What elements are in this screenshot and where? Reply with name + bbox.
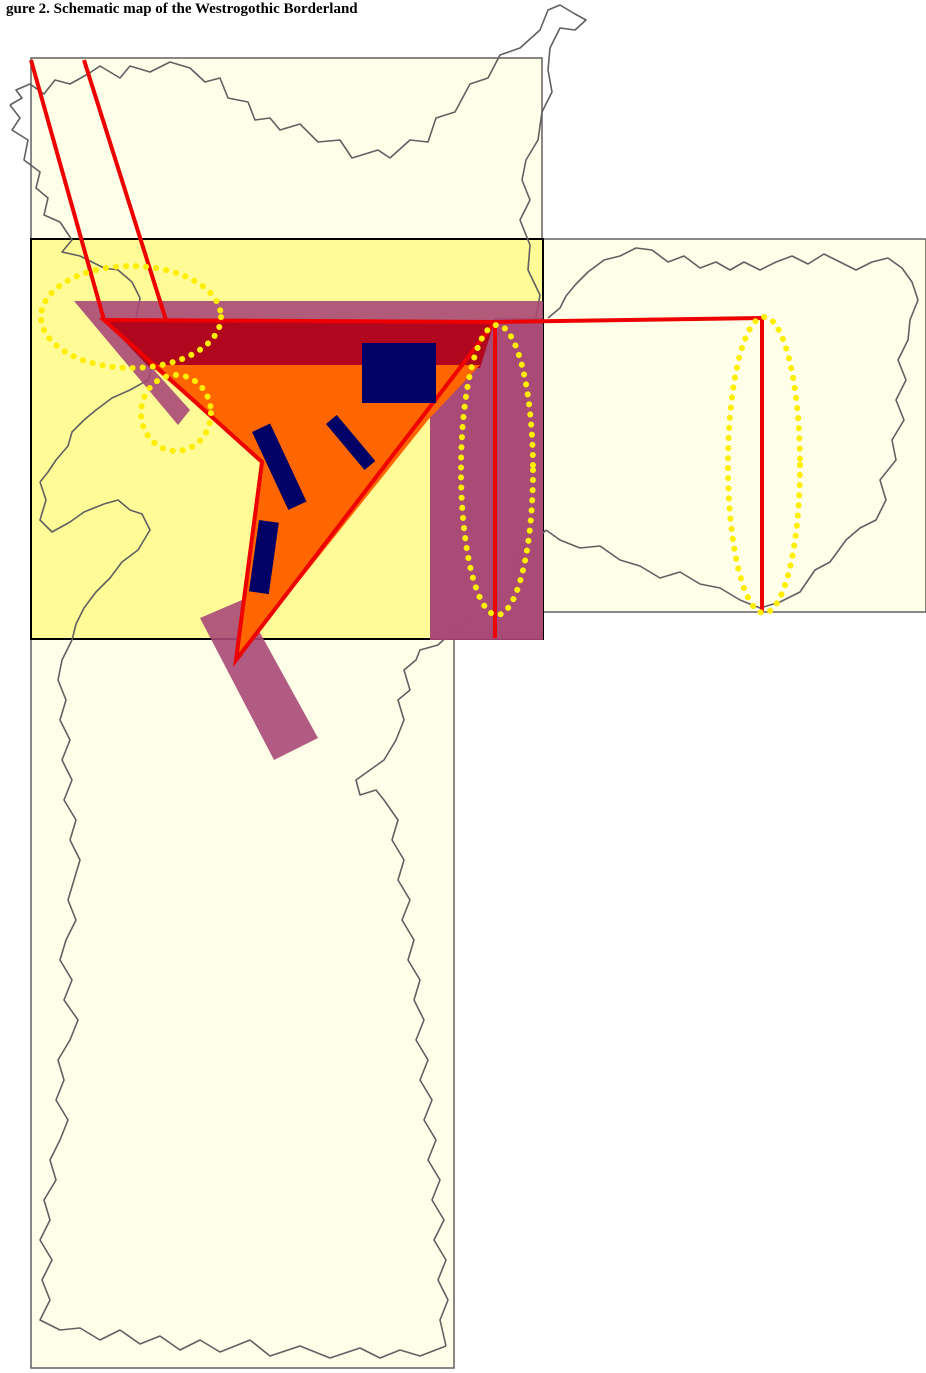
highlight-ellipse-west-small	[138, 372, 214, 454]
figure-caption: gure 2. Schematic map of the Westrogothi…	[6, 1, 358, 17]
east-region-coastline	[545, 247, 919, 609]
route-line-northwest-b	[82, 59, 168, 321]
east-map-frame	[542, 238, 926, 613]
dark-red-zone	[104, 320, 495, 368]
highlight-ellipse-northwest	[38, 263, 224, 371]
western-coastline-north	[9, 104, 155, 483]
highlight-ellipse-east-vertical	[725, 314, 803, 616]
south-map-frame	[30, 637, 455, 1369]
western-inlet	[39, 481, 151, 641]
route-line-northwest-a	[29, 59, 106, 321]
navy-marker-square	[362, 343, 436, 403]
navy-marker-bar-1	[251, 423, 307, 510]
orange-zone	[150, 365, 480, 660]
navy-marker-bar-2	[326, 415, 376, 470]
northern-coastline	[9, 4, 587, 319]
highlight-ellipse-central-vertical	[458, 322, 536, 618]
mauve-zone-east-band	[430, 318, 543, 639]
north-map-frame	[30, 57, 543, 241]
western-coastline-south	[39, 639, 447, 1359]
navy-marker-bar-3	[248, 520, 279, 595]
mauve-zone-south-corridor	[200, 600, 318, 760]
